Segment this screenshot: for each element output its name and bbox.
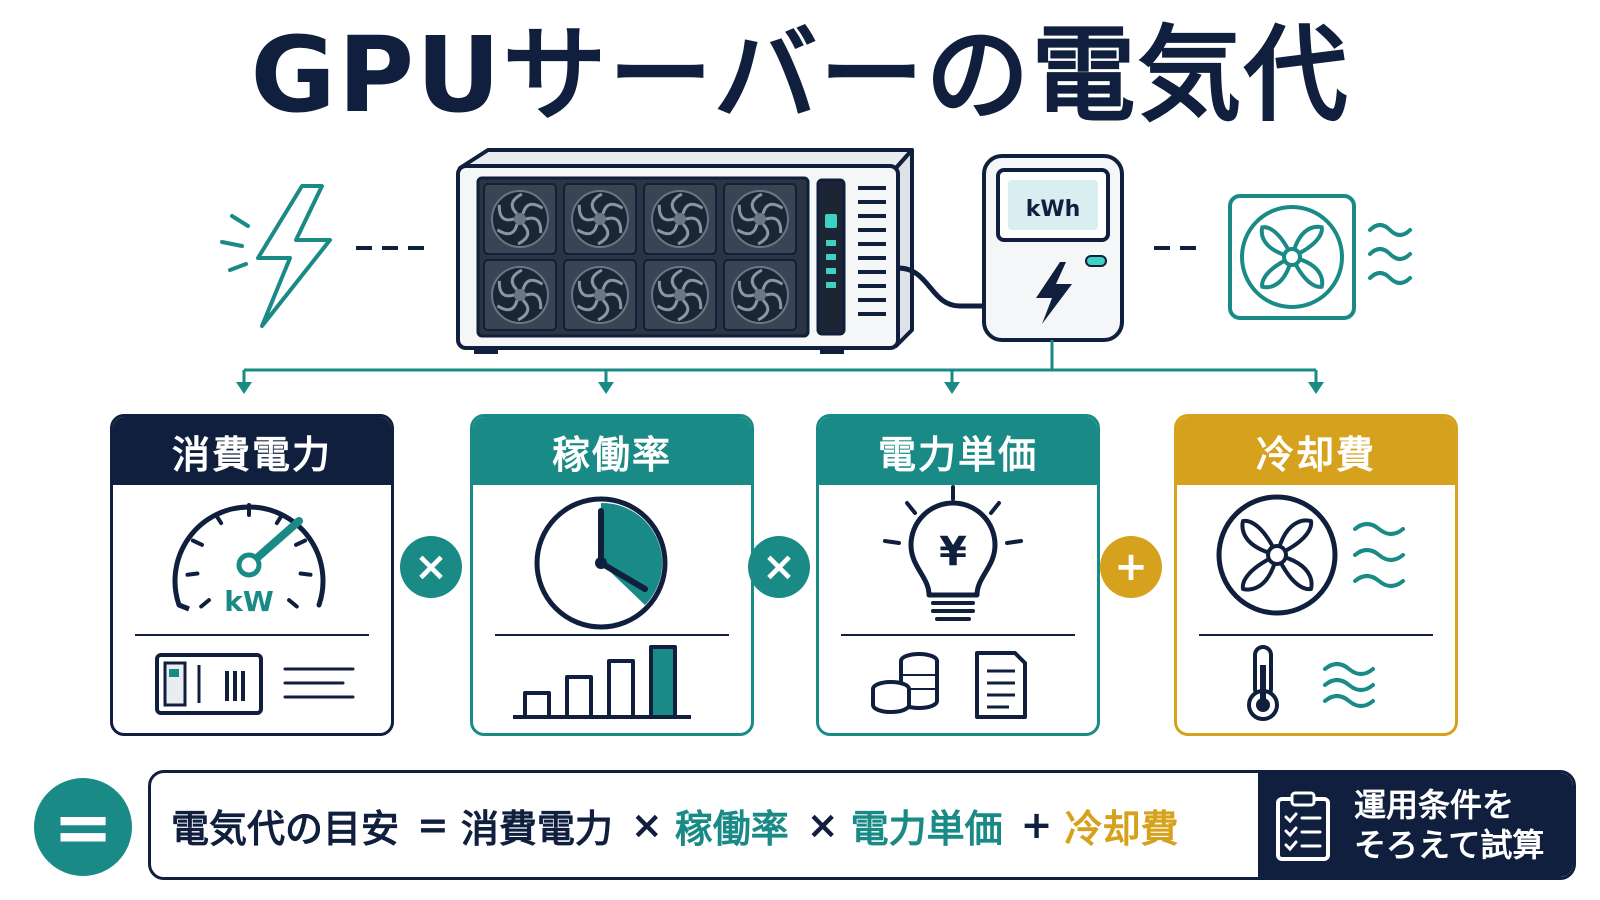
cta-line1: 運用条件を [1354,786,1515,824]
card-label: 稼働率 [473,417,751,485]
formula-equals: = [417,803,449,847]
page-title: GPUサーバーの電気代 [250,14,1350,136]
distribution-arrows [236,340,1324,394]
hero-illustration: kWh [220,148,1412,394]
card-cooling-cost: 冷却費 [1174,414,1458,736]
gpu-server-icon [456,148,914,354]
formula-box: 電気代の目安 = 消費電力 × 稼働率 × 電力単価 + 冷却費 運用条件を そ… [148,770,1576,880]
multiply-operator: × [400,536,462,598]
formula-text: 電気代の目安 = 消費電力 × 稼働率 × 電力単価 + 冷却費 [171,773,1401,877]
formula-term-utilization: 稼働率 [674,806,789,851]
yen-lightbulb-icon: ¥ [841,485,1075,719]
server-icon [155,653,263,715]
formula-term-cooling: 冷却費 [1064,806,1179,851]
formula-operator: × [806,803,839,847]
heat-waves-icon [1323,662,1375,708]
cooling-fan-icon [1228,194,1356,320]
clock-icon [495,496,729,719]
card-power-consumption: 消費電力 kW [110,414,394,736]
clipboard-checklist-icon [1276,791,1330,861]
card-label: 冷却費 [1177,417,1455,485]
kwh-meter-icon: kWh [982,154,1124,342]
power-cable [897,265,984,309]
document-icon [975,651,1027,719]
estimate-callout: 運用条件を そろえて試算 [1258,773,1573,877]
multiply-operator: × [748,536,810,598]
coins-icon [871,652,939,714]
card-utilization-rate: 稼働率 [470,414,754,736]
cta-line2: そろえて試算 [1354,826,1545,864]
card-label: 電力単価 [819,417,1097,485]
formula-term-power: 消費電力 [460,806,613,851]
lightning-icon [220,184,332,328]
yen-symbol: ¥ [939,529,967,575]
formula-operator: + [1020,803,1053,847]
fan-icon [1199,494,1433,721]
equals-badge: = [34,778,132,876]
gauge-unit-label: kW [224,585,274,618]
formula-lhs: 電気代の目安 [171,806,400,851]
plus-operator: + [1100,536,1162,598]
formula-term-unit-price: 電力単価 [850,806,1003,851]
airflow-waves-icon [1353,522,1405,588]
text-lines-icon [283,667,355,699]
gauge-icon: kW [135,503,369,715]
airflow-waves-icon [1368,223,1412,285]
thermometer-icon [1247,645,1279,721]
card-label: 消費電力 [113,417,391,485]
bar-chart-icon [513,645,691,719]
meter-unit-label: kWh [1026,197,1081,222]
card-electricity-unit-price: 電力単価 ¥ [816,414,1100,736]
formula-operator: × [630,803,663,847]
